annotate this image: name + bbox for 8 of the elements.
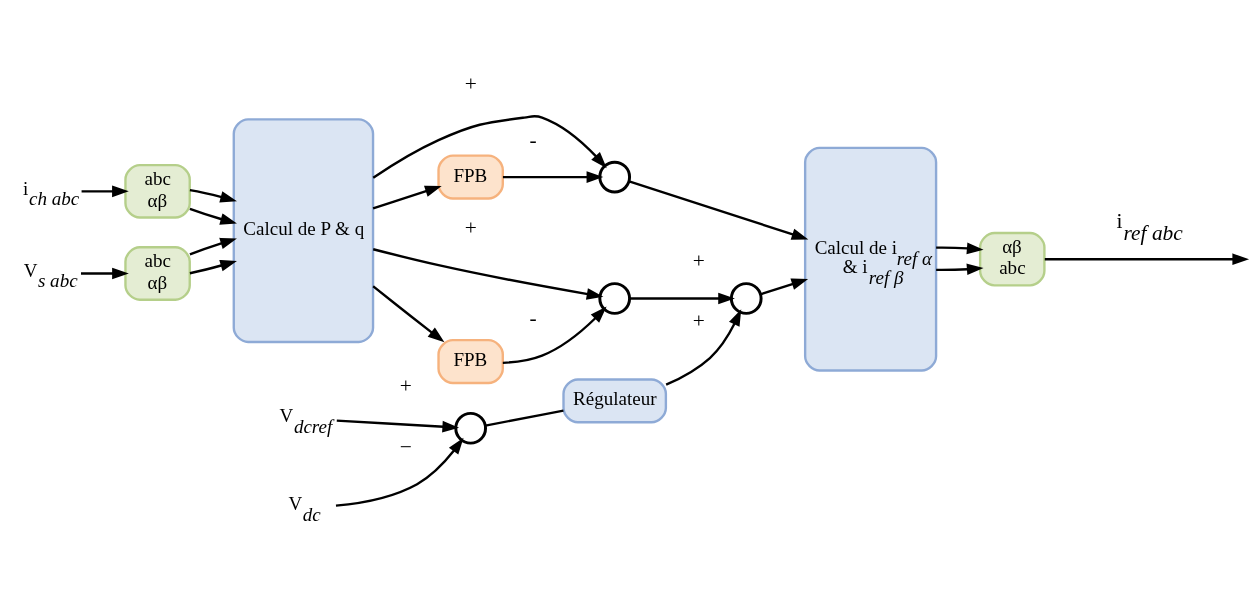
edge-label: − <box>399 434 412 459</box>
edge-label: + <box>464 215 477 240</box>
edge-label: - <box>529 127 537 152</box>
edge-label: - <box>529 306 537 331</box>
edge-label: + <box>464 71 477 96</box>
edge-label: + <box>399 374 412 399</box>
edge-label: + <box>692 249 705 274</box>
edge-label: + <box>692 308 705 333</box>
